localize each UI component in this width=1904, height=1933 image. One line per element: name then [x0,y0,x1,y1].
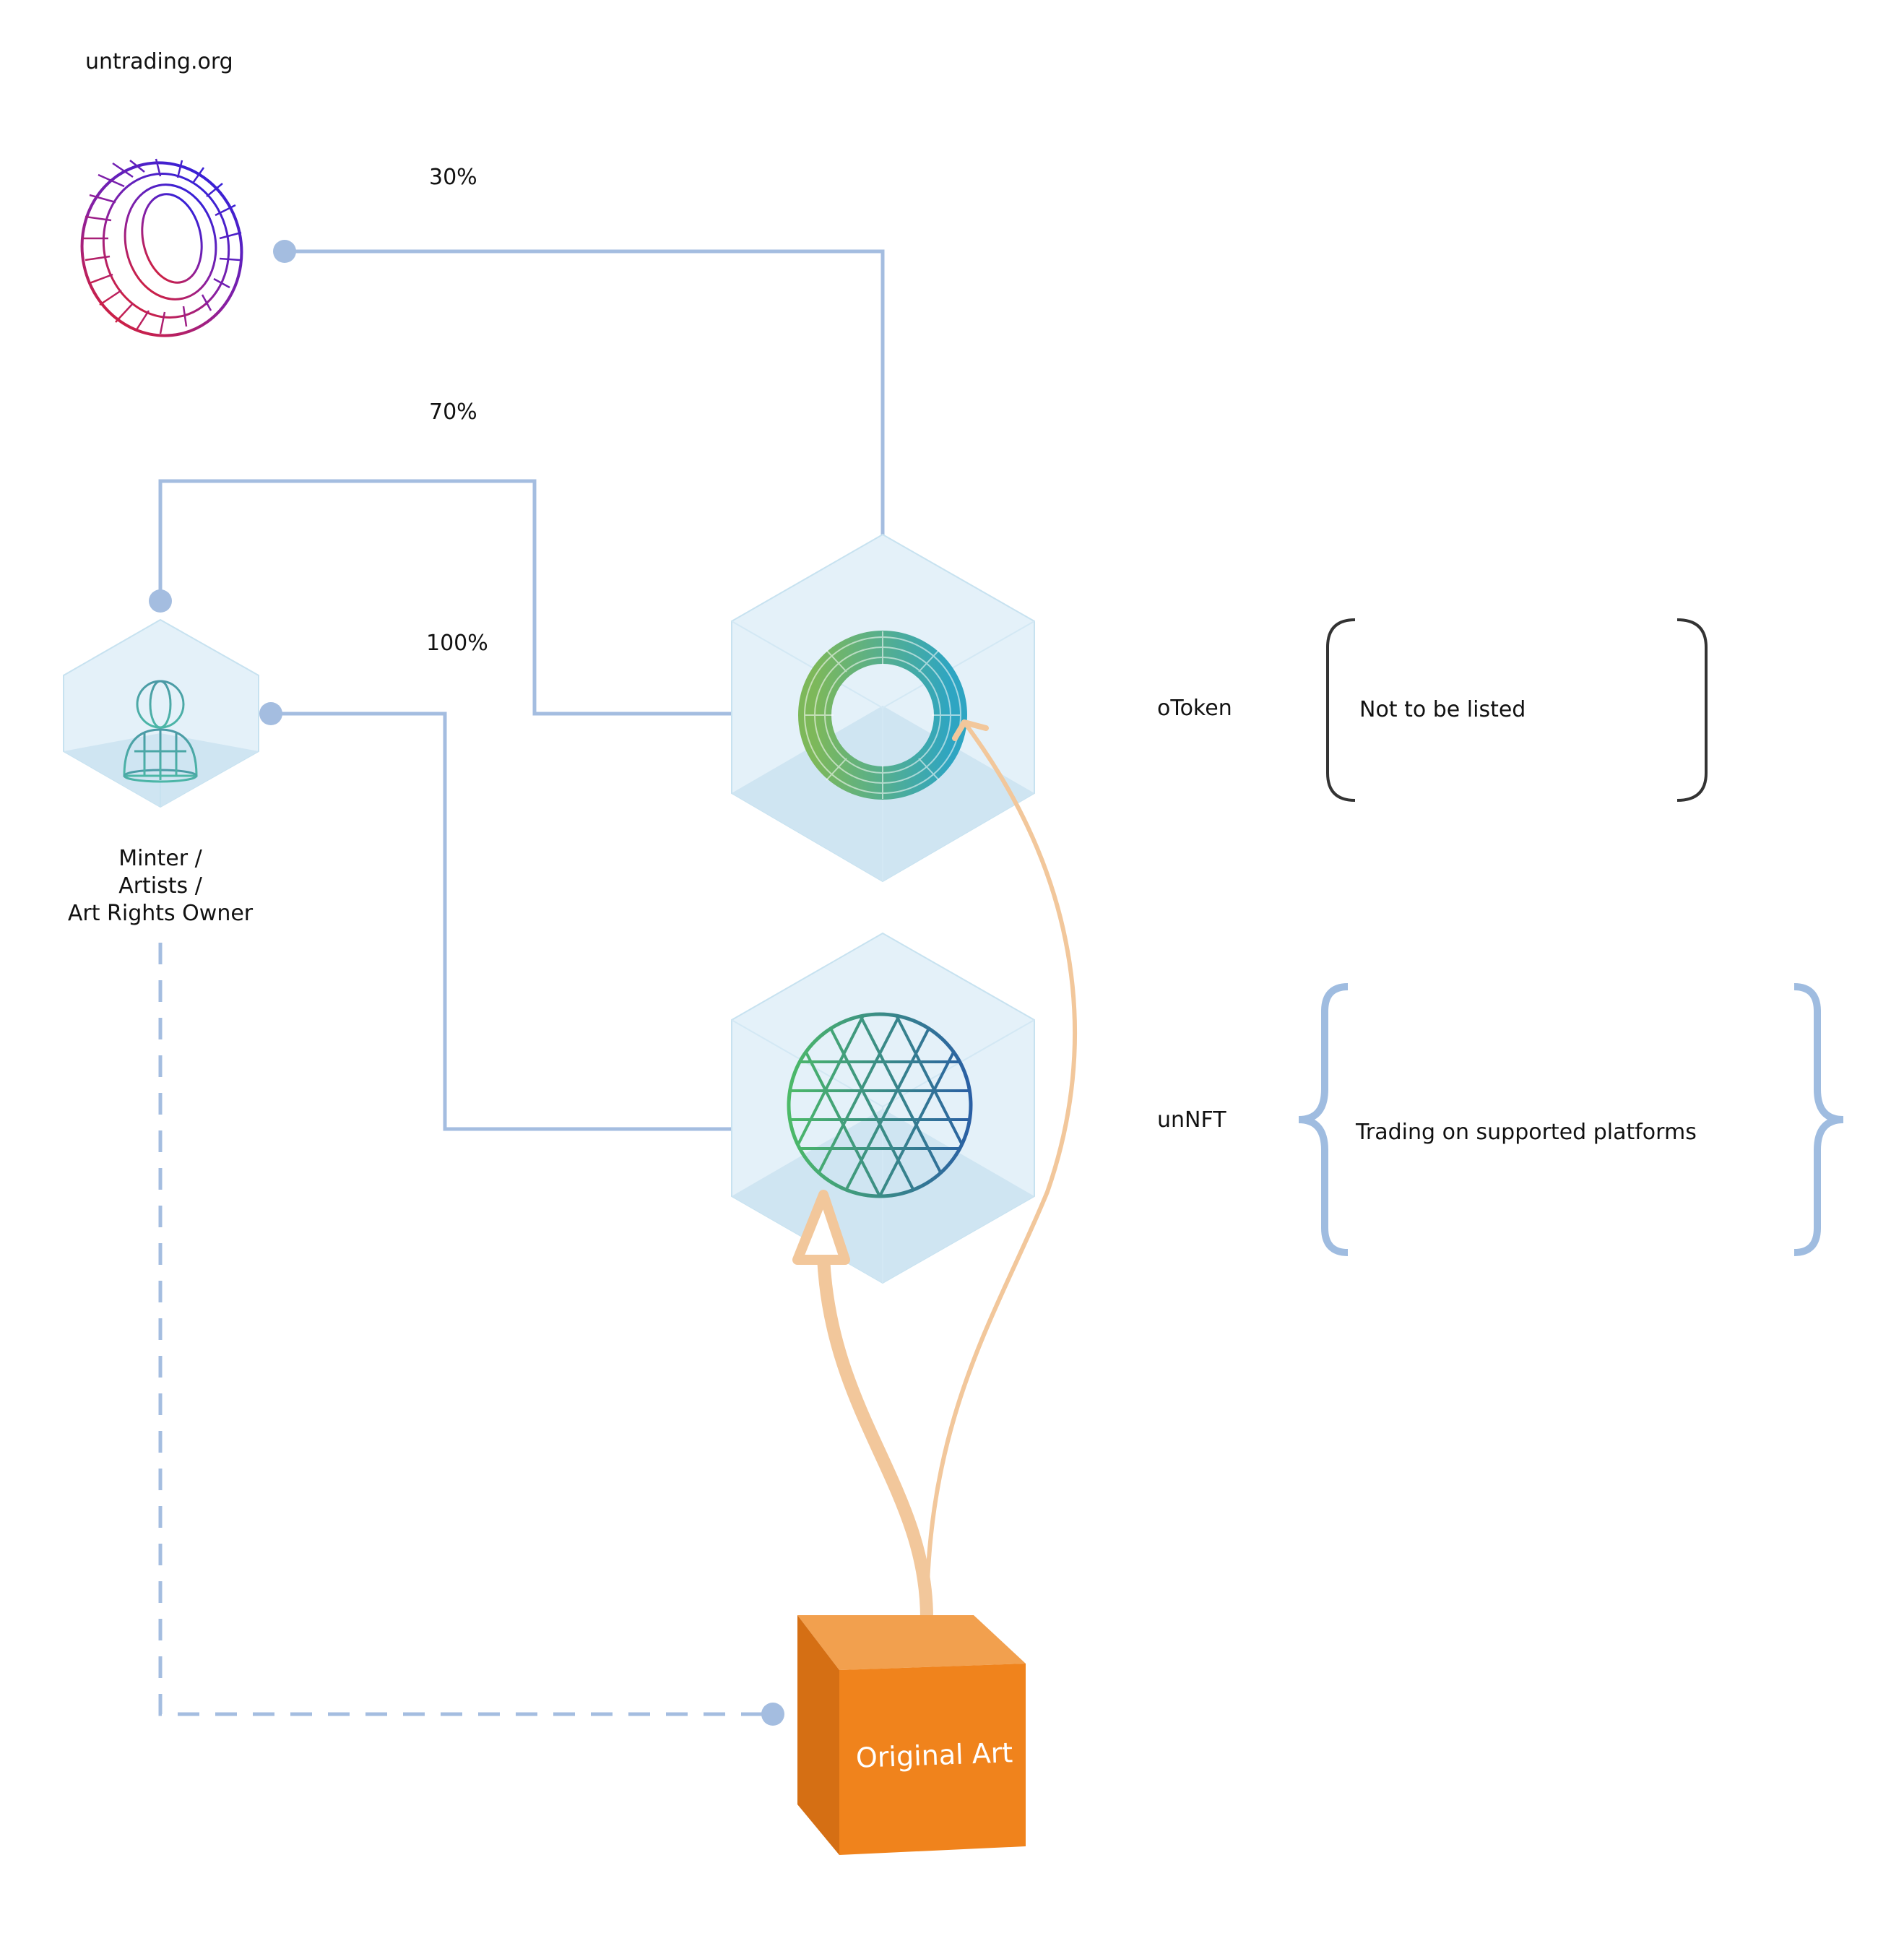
thin-arrow-shaft [925,720,1077,1620]
otoken-note: Not to be listed [1359,697,1526,722]
site-label: untrading.org [85,49,233,74]
unnft-note-brace [1298,983,1844,1256]
unnft-label: unNFT [1157,1107,1226,1133]
minter-right-dot [259,702,282,725]
orange-arrows [792,719,1077,1625]
connector-70-line [158,479,813,716]
minter-label-line1: Minter / [118,846,202,871]
original-art-dot [761,1703,784,1726]
connector-100-line [271,712,802,1131]
logo-connector-dot [273,240,296,263]
torus-ring-icon [798,631,967,800]
unnft-box [731,932,1035,1284]
thick-arrow-head [792,1190,850,1265]
thin-arrow-head [952,719,989,741]
percent-30-label: 30% [429,165,477,190]
original-art-box[interactable] [797,1615,1026,1855]
otoken-label: oToken [1157,696,1232,721]
otoken-box [731,533,1035,883]
person-wireframe-icon [123,680,198,783]
thick-arrow-shaft [817,1250,933,1625]
minter-label-line3: Art Rights Owner [68,901,254,926]
connector-dots [149,240,784,1726]
minter-box [63,618,259,808]
wireframe-sphere-icon [787,1012,973,1198]
mobius-wireframe-icon [80,158,243,337]
minter-label-line2: Artists / [118,873,203,899]
connector-lines [158,249,885,1716]
percent-70-label: 70% [429,399,477,425]
minter-top-dot [149,589,172,613]
unnft-note: Trading on supported platforms [1355,1120,1697,1145]
connector-dashed-line [158,943,773,1716]
percent-100-label: 100% [426,631,488,656]
otoken-note-bracket [1326,618,1708,802]
original-art-label: Original Art [855,1737,1013,1774]
